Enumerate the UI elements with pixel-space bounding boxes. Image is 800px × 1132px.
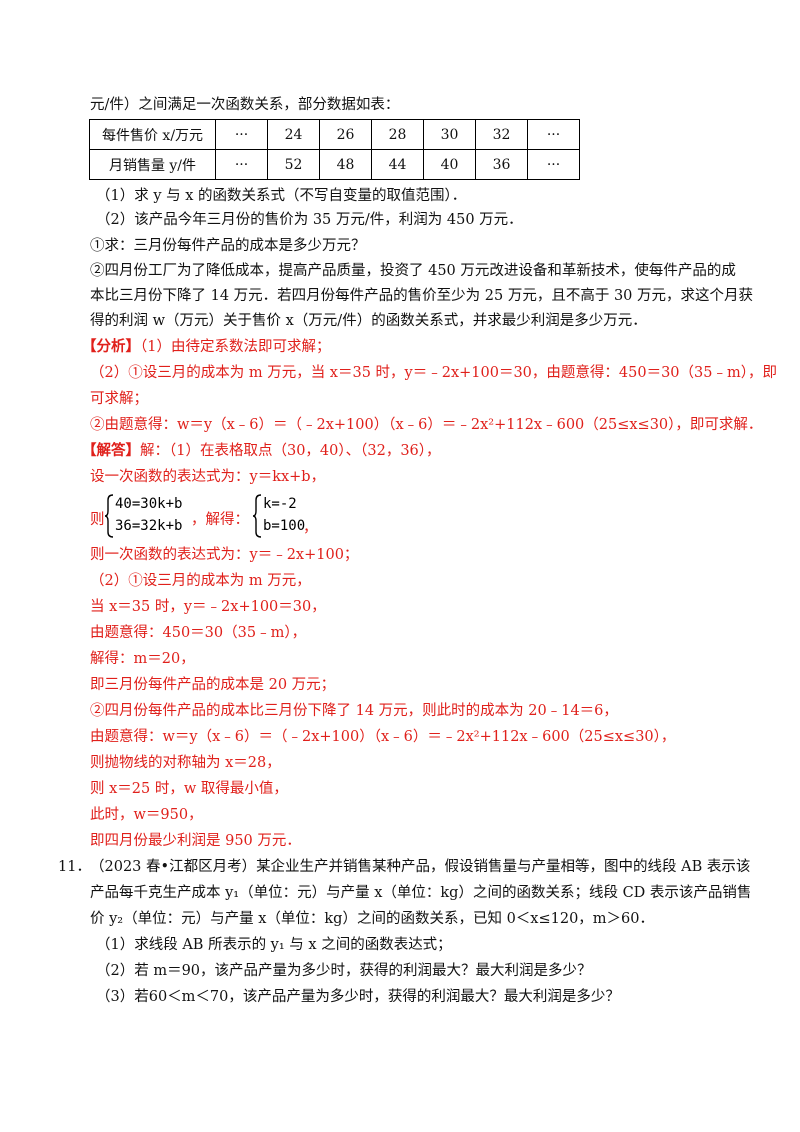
- table-cell: 26: [319, 119, 372, 150]
- answer-line: 即四月份最少利润是 950 万元．: [90, 833, 301, 849]
- table-row: 月销售量 y/件 ··· 52 48 44 40 36 ···: [89, 149, 580, 180]
- table-cell: 24: [267, 119, 320, 150]
- table-header-price: 每件售价 x/万元: [89, 119, 216, 150]
- problem-11-line: （2023 春•江都区月考）某企业生产并销售某种产品，假设销售量与产量相等，图中…: [90, 859, 751, 875]
- answer-line: 由题意得：w＝y（x﹣6）＝（﹣2x+100）（x﹣6）＝﹣2x²+112x﹣6…: [90, 729, 676, 745]
- problem-11-number: 11．: [58, 859, 91, 875]
- question-2: （2）该产品今年三月份的售价为 35 万元/件，利润为 450 万元．: [96, 212, 523, 228]
- answer-tag: 【解答】: [82, 442, 140, 459]
- table-cell: 52: [267, 149, 320, 180]
- table-cell: 40: [423, 149, 476, 180]
- answer-line: ②四月份每件产品的成本比三月份下降了 14 万元，则此时的成本为 20﹣14＝6…: [90, 703, 618, 719]
- answer-line: 则 x＝25 时，w 取得最小值，: [90, 781, 288, 797]
- table-cell: ···: [215, 119, 268, 150]
- answer-line: （2）①设三月的成本为 m 万元，: [90, 573, 311, 589]
- answer-line: 则抛物线的对称轴为 x＝28，: [90, 755, 281, 771]
- analysis-line3: 可求解；: [90, 391, 148, 407]
- analysis-line2: （2）①设三月的成本为 m 万元，当 x＝35 时，y＝﹣2x+100＝30，由…: [90, 365, 777, 381]
- table-cell: 36: [475, 149, 528, 180]
- answer-line: 由题意得：450＝30（35﹣m），: [90, 625, 307, 641]
- question-2-2-line3: 得的利润 w（万元）关于售价 x（万元/件）的函数关系式，并求最少利润是多少万元…: [90, 313, 647, 329]
- problem-11-question-3: （3）若60＜m＜70，该产品产量为多少时，获得的利润最大？最大利润是多少？: [96, 989, 620, 1005]
- equation-2: 36=32k+b: [115, 518, 183, 534]
- answer-line: 则一次函数的表达式为：y＝﹣2x+100；: [90, 547, 359, 563]
- table-cell: 28: [371, 119, 424, 150]
- problem-11-question-2: （2）若 m＝90，该产品产量为多少时，获得的利润最大？最大利润是多少？: [96, 963, 592, 979]
- table-cell: 30: [423, 119, 476, 150]
- table-row: 每件售价 x/万元 ··· 24 26 28 30 32 ···: [89, 119, 580, 150]
- left-brace-icon: [252, 494, 262, 538]
- problem-11-line: 价 y₂（单位：元）与产量 x（单位：kg）之间的函数关系，已知 0＜x≤120…: [90, 911, 655, 927]
- table-cell: ···: [215, 149, 268, 180]
- solution-end: ，: [303, 520, 318, 536]
- table-header-sales: 月销售量 y/件: [89, 149, 216, 180]
- problem-11-line: 产品每千克生产成本 y₁（单位：元）与产量 x（单位：kg）之间的函数关系；线段…: [90, 885, 752, 901]
- analysis-line1: 【分析】（1）由待定系数法即可求解；: [82, 338, 331, 355]
- then-label: 则: [90, 512, 105, 528]
- table-cell: 32: [475, 119, 528, 150]
- answer-line1: 【解答】解：（1）在表格取点（30，40）、（32，36），: [82, 442, 441, 459]
- solve-label: ，解得：: [191, 512, 249, 528]
- table-cell: ···: [527, 149, 580, 180]
- analysis-tag: 【分析】: [82, 338, 140, 355]
- solution-2: b=100: [263, 518, 306, 534]
- table-cell: ···: [527, 119, 580, 150]
- answer-line: 解得：m＝20，: [90, 651, 195, 667]
- table-cell: 48: [319, 149, 372, 180]
- solution-1: k=-2: [263, 496, 297, 512]
- price-sales-table: 每件售价 x/万元 ··· 24 26 28 30 32 ··· 月销售量 y/…: [89, 119, 580, 180]
- question-2-2-line2: 本比三月份下降了 14 万元．若四月份每件产品的售价至少为 25 万元，且不高于…: [90, 288, 754, 304]
- answer-line2: 设一次函数的表达式为：y＝kx+b，: [90, 469, 326, 485]
- question-1: （1）求 y 与 x 的函数关系式（不写自变量的取值范围）．: [96, 188, 467, 204]
- equation-system: 则 40=30k+b 36=32k+b ，解得： k=-2 b=100 ，: [90, 494, 390, 538]
- equation-1: 40=30k+b: [115, 496, 183, 512]
- intro-line: 元/件）之间满足一次函数关系，部分数据如表：: [90, 97, 400, 113]
- question-2-2-line1: ②四月份工厂为了降低成本，提高产品质量，投资了 450 万元改进设备和革新技术，…: [90, 263, 736, 279]
- analysis-line4: ②由题意得：w＝y（x﹣6）＝（﹣2x+100）（x﹣6）＝﹣2x²+112x﹣…: [90, 417, 763, 433]
- table-cell: 44: [371, 149, 424, 180]
- answer-line: 此时，w＝950，: [90, 807, 203, 823]
- answer-line: 即三月份每件产品的成本是 20 万元；: [90, 677, 336, 693]
- question-2-1: ①求：三月份每件产品的成本是多少万元？: [90, 238, 366, 254]
- problem-11-question-1: （1）求线段 AB 所表示的 y₁ 与 x 之间的函数表达式；: [96, 937, 452, 953]
- left-brace-icon: [104, 494, 114, 538]
- answer-line: 当 x＝35 时，y＝﹣2x+100＝30，: [90, 599, 326, 615]
